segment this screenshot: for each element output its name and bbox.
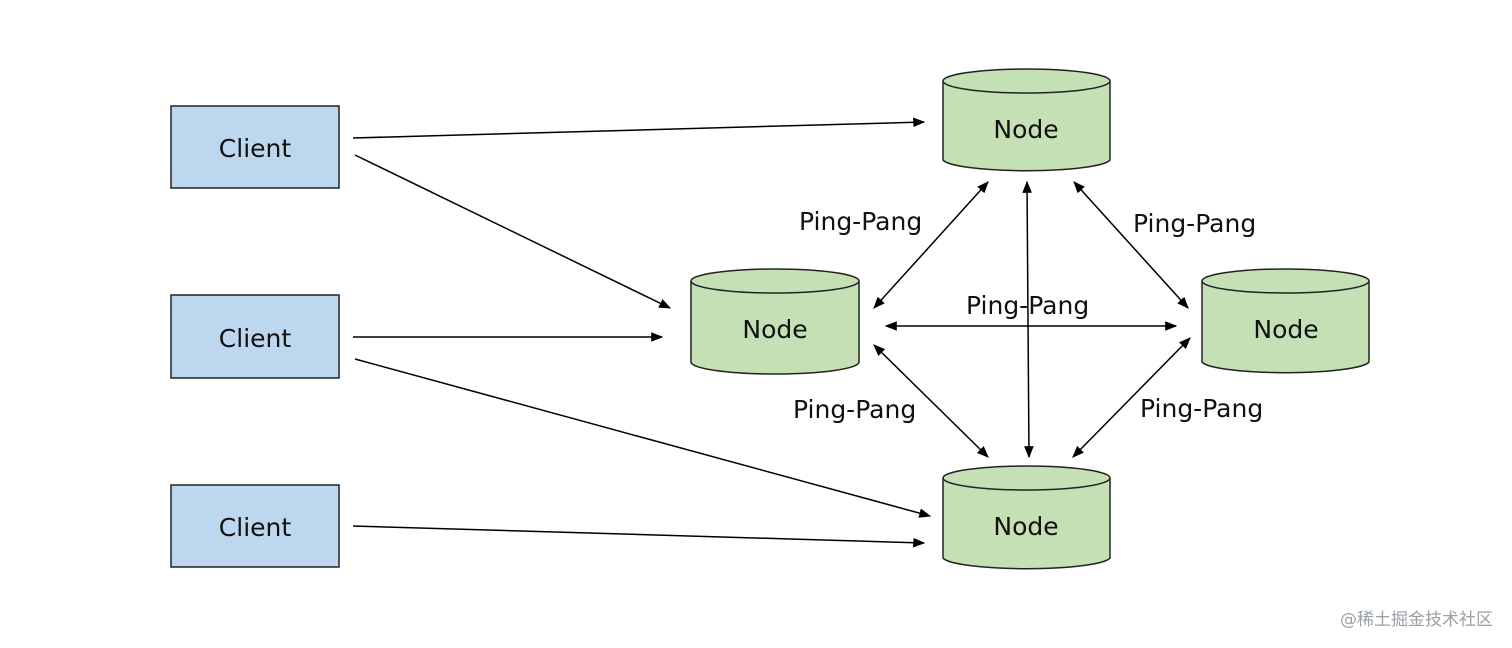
node-body [942, 81, 1111, 172]
node-label: Node [993, 115, 1058, 144]
client-box: Client [170, 294, 340, 379]
node-body [1201, 281, 1370, 374]
edge-label-top-left: Ping-Pang [799, 207, 922, 236]
edge-label-right-bottom: Ping-Pang [1140, 394, 1263, 423]
client-box: Client [170, 105, 340, 189]
edge-labels: Ping-Pang Ping-Pang Ping-Pang Ping-Pang … [793, 207, 1263, 424]
edge-node-right-node-bottom [1072, 337, 1191, 458]
node-cap [942, 68, 1111, 94]
edge-node-left-node-bottom [873, 344, 989, 458]
edge-client1-node-left [354, 154, 672, 309]
edge-node-top-node-left [873, 181, 989, 309]
node-cap [690, 268, 860, 294]
edge-label-left-bottom: Ping-Pang [793, 395, 916, 424]
node-cap [942, 465, 1111, 491]
edges [352, 117, 1191, 548]
client-box-shape [170, 484, 340, 568]
client-box-shape [170, 294, 340, 379]
node-label: Node [742, 315, 807, 344]
client-box: Client [170, 484, 340, 568]
client-box-shape [170, 105, 340, 189]
edge-client3-node-bottom [352, 525, 926, 548]
node-cylinder-bottom: Node [942, 465, 1111, 570]
edge-label-left-right: Ping-Pang [966, 291, 1089, 320]
node-cylinder-top: Node [942, 68, 1111, 172]
edge-client1-node-top [352, 117, 926, 139]
watermark: @稀土掘金技术社区 [1340, 610, 1493, 630]
node-label: Node [1253, 315, 1318, 344]
edge-label-top-right: Ping-Pang [1133, 209, 1256, 238]
node-body [690, 281, 860, 375]
node-cap [1201, 268, 1370, 294]
client-label: Client [219, 513, 292, 542]
edge-node-top-node-bottom [1022, 180, 1034, 459]
client-label: Client [219, 324, 292, 353]
node-label: Node [993, 512, 1058, 541]
edge-client2-node-bottom [354, 358, 932, 518]
node-body [942, 478, 1111, 570]
node-cylinder-left: Node [690, 268, 860, 375]
client-label: Client [219, 134, 292, 163]
node-cylinder-right: Node [1201, 268, 1370, 374]
edge-node-top-node-right [1073, 181, 1189, 309]
